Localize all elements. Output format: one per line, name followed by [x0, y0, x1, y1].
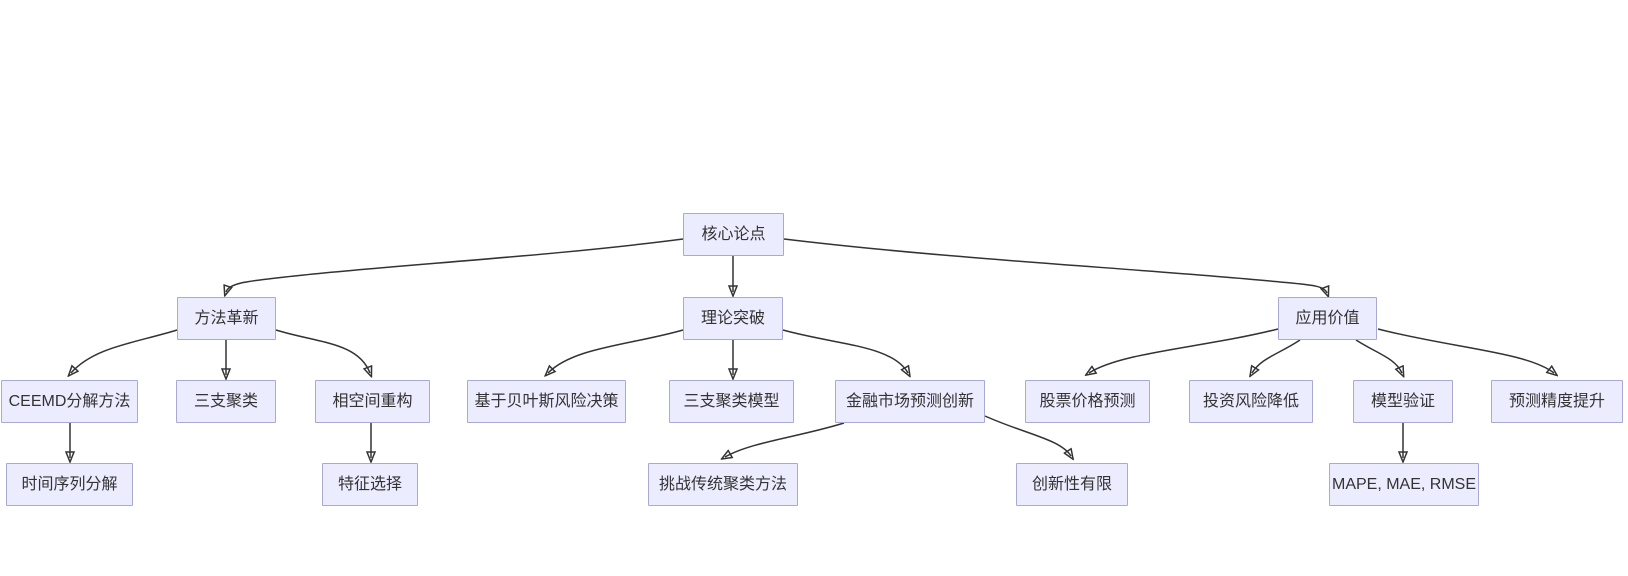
node-model-validation: 模型验证 [1353, 380, 1453, 423]
edge-fininnov-challenge [725, 422, 845, 457]
node-forecast-precision-improvement: 预测精度提升 [1491, 380, 1623, 423]
node-label: CEEMD分解方法 [8, 392, 131, 410]
edge-core-method [226, 238, 684, 292]
node-application-value: 应用价值 [1278, 297, 1377, 340]
node-stock-price-prediction: 股票价格预测 [1025, 380, 1150, 423]
node-label: 相空间重构 [332, 392, 413, 410]
edge-fininnov-limited [984, 415, 1071, 456]
node-label: 三支聚类模型 [683, 392, 780, 410]
node-investment-risk-reduction: 投资风险降低 [1189, 380, 1313, 423]
node-label: 创新性有限 [1031, 475, 1112, 493]
node-label: 模型验证 [1370, 392, 1435, 410]
node-label: 三支聚类 [193, 392, 258, 410]
edge-theory-bayes [548, 329, 684, 373]
node-method-innovation: 方法革新 [177, 297, 276, 340]
edge-application-precision [1377, 328, 1554, 373]
node-ceemd-decomposition: CEEMD分解方法 [1, 380, 138, 423]
node-phase-space-reconstruction: 相空间重构 [315, 380, 430, 423]
node-challenge-traditional-clustering: 挑战传统聚类方法 [648, 463, 798, 506]
node-time-series-decomposition: 时间序列分解 [6, 463, 133, 506]
node-label: 预测精度提升 [1508, 392, 1605, 410]
node-three-way-clustering: 三支聚类 [176, 380, 276, 423]
node-feature-selection: 特征选择 [322, 463, 418, 506]
node-label: 投资风险降低 [1202, 392, 1299, 410]
node-three-way-clustering-model: 三支聚类模型 [669, 380, 794, 423]
node-theory-breakthrough: 理论突破 [683, 297, 783, 340]
node-label: 应用价值 [1295, 309, 1360, 327]
node-bayesian-risk-decision: 基于贝叶斯风险决策 [467, 380, 626, 423]
node-label: 挑战传统聚类方法 [658, 475, 787, 493]
node-label: 基于贝叶斯风险决策 [474, 392, 619, 410]
node-label: 时间序列分解 [21, 475, 118, 493]
node-label: MAPE, MAE, RMSE [1331, 475, 1477, 493]
edge-method-phasespace [275, 329, 370, 373]
node-label: 金融市场预测创新 [845, 392, 974, 410]
edge-core-application [783, 238, 1327, 293]
edge-application-validation [1355, 339, 1402, 373]
node-label: 特征选择 [337, 475, 402, 493]
node-core-argument: 核心论点 [683, 213, 784, 256]
edge-theory-fininnov [782, 329, 908, 373]
node-financial-market-forecast-innovation: 金融市场预测创新 [835, 380, 985, 423]
node-label: 股票价格预测 [1039, 392, 1136, 410]
edge-application-stock [1089, 328, 1279, 373]
edge-method-ceemd [71, 329, 178, 373]
node-label: 方法革新 [194, 309, 259, 327]
node-limited-novelty: 创新性有限 [1016, 463, 1128, 506]
node-error-metrics: MAPE, MAE, RMSE [1329, 463, 1479, 506]
edge-application-risk [1252, 339, 1301, 373]
node-label: 理论突破 [700, 309, 765, 327]
node-label: 核心论点 [701, 225, 766, 243]
